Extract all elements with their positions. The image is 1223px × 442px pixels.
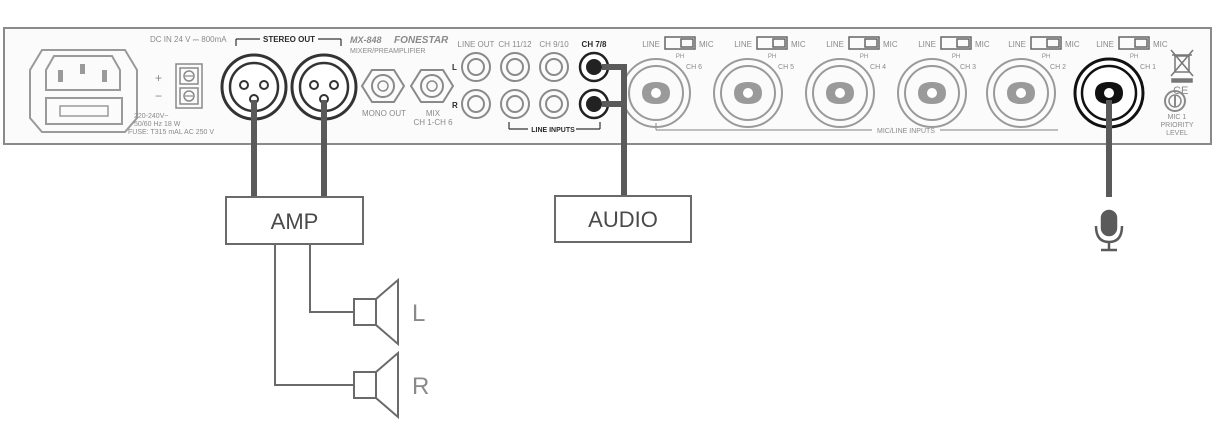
stereo-out-label: STEREO OUT xyxy=(263,35,315,44)
wire-speaker-right xyxy=(274,244,354,386)
svg-text:PH: PH xyxy=(1130,54,1138,60)
dc-in-label: DC IN 24 V ⎓ 800mA xyxy=(150,35,227,44)
svg-text:MIC: MIC xyxy=(791,40,806,49)
svg-text:LINE: LINE xyxy=(734,40,752,49)
mix-channels-label: CH 1-CH 6 xyxy=(413,118,453,127)
ch-7-8-label: CH 7/8 xyxy=(582,40,607,49)
switch-ch-2: LINE MIC PH xyxy=(1008,36,1080,60)
mono-out-label: MONO OUT xyxy=(362,109,406,118)
svg-text:PH: PH xyxy=(676,54,684,60)
mic-line-inputs-bracket xyxy=(655,123,1058,131)
svg-text:MIC: MIC xyxy=(699,40,714,49)
mix-label: MIX xyxy=(426,109,441,118)
cables xyxy=(251,64,1112,197)
weee-bin-icon xyxy=(1170,49,1194,83)
model-label: MX-848 xyxy=(350,35,382,45)
svg-text:LINE: LINE xyxy=(1008,40,1026,49)
speaker-wires xyxy=(274,244,354,386)
brand-logo: FONESTAR xyxy=(394,35,449,46)
audio-label: AUDIO xyxy=(588,207,658,232)
minus-label: − xyxy=(155,89,162,103)
mic-priority-label-2: PRIORITY xyxy=(1160,122,1193,129)
ce-mark: CE xyxy=(1173,85,1188,97)
cable-ch-7-8-left xyxy=(602,64,627,196)
switch-ch-1: LINE MIC PH xyxy=(1096,36,1168,60)
xlr-out-left xyxy=(220,53,288,121)
mic-priority-label-3: LEVEL xyxy=(1166,130,1188,137)
svg-text:LINE: LINE xyxy=(642,40,660,49)
combo-jack-ch-4 xyxy=(805,58,875,128)
ch-6-label: CH 6 xyxy=(686,64,702,71)
svg-text:MIC: MIC xyxy=(1153,40,1168,49)
svg-text:LINE: LINE xyxy=(826,40,844,49)
switch-ch-6: LINE MIC PH xyxy=(642,36,714,60)
amp-box: AMP xyxy=(225,196,364,245)
subtitle-label: MIXER/PREAMPLIFIER xyxy=(350,48,425,55)
rca-jacks xyxy=(461,51,610,120)
ch-11-12-label: CH 11/12 xyxy=(498,40,532,49)
switch-ch-4: LINE MIC PH xyxy=(826,36,898,60)
xlr-out-right xyxy=(290,53,358,121)
combo-inputs xyxy=(621,57,1145,129)
rca-left-label: L xyxy=(452,63,457,72)
ch-9-10-label: CH 9/10 xyxy=(539,40,569,49)
power-inlet xyxy=(29,49,138,133)
mic-priority-label-1: MIC 1 xyxy=(1168,114,1187,121)
mix-jack xyxy=(409,69,455,103)
speaker-left-label: L xyxy=(412,300,425,327)
mic-priority-knob xyxy=(1164,90,1186,112)
svg-text:PH: PH xyxy=(952,54,960,60)
line-mic-switches: LINE MIC PH LINE MIC PH LINE MIC PH xyxy=(642,36,1168,60)
rca-right-label: R xyxy=(452,101,458,110)
wire-speaker-left xyxy=(309,244,354,313)
svg-text:PH: PH xyxy=(860,54,868,60)
ch-5-label: CH 5 xyxy=(778,64,794,71)
svg-text:LINE: LINE xyxy=(918,40,936,49)
switch-ch-5: LINE MIC PH xyxy=(734,36,806,60)
plus-label: + xyxy=(155,71,162,85)
line-out-label: LINE OUT xyxy=(458,40,495,49)
ch-3-label: CH 3 xyxy=(960,64,976,71)
svg-text:MIC: MIC xyxy=(975,40,990,49)
svg-text:PH: PH xyxy=(1042,54,1050,60)
svg-text:MIC: MIC xyxy=(1065,40,1080,49)
speaker-right-icon xyxy=(353,350,399,420)
rear-panel: DC IN 24 V ⎓ 800mA + − 220-240V~ 50/60 H… xyxy=(3,27,1212,145)
dc-terminal xyxy=(175,63,203,109)
power-spec-3: FUSE: T315 mAL AC 250 V xyxy=(128,129,214,136)
line-inputs-bracket xyxy=(508,122,601,130)
combo-jack-ch-1 xyxy=(1073,57,1145,129)
svg-text:LINE: LINE xyxy=(1096,40,1114,49)
ch-1-label: CH 1 xyxy=(1140,64,1156,71)
svg-text:MIC: MIC xyxy=(883,40,898,49)
svg-text:PH: PH xyxy=(768,54,776,60)
line-inputs-label: LINE INPUTS xyxy=(531,127,575,134)
power-spec-1: 220-240V~ xyxy=(134,113,168,120)
mic-line-inputs-label: MIC/LINE INPUTS xyxy=(877,128,935,135)
combo-jack-ch-2 xyxy=(986,58,1056,128)
combo-jack-ch-5 xyxy=(713,58,783,128)
power-spec-2: 50/60 Hz 18 W xyxy=(134,121,181,128)
ch-2-label: CH 2 xyxy=(1050,64,1066,71)
ch-4-label: CH 4 xyxy=(870,64,886,71)
speaker-right-label: R xyxy=(412,373,429,400)
microphone-icon xyxy=(1094,209,1124,252)
speaker-left-icon xyxy=(353,277,399,347)
mono-out-jack xyxy=(360,69,406,103)
switch-ch-3: LINE MIC PH xyxy=(918,36,990,60)
amp-label: AMP xyxy=(271,209,319,234)
audio-box: AUDIO xyxy=(554,195,692,243)
combo-jack-ch-3 xyxy=(897,58,967,128)
stereo-out-bracket xyxy=(235,38,342,46)
